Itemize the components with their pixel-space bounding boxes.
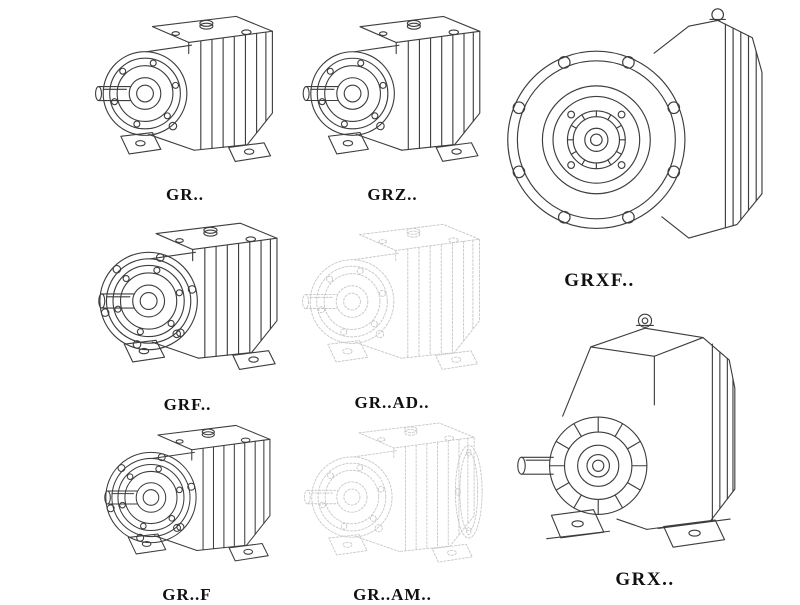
drawing-grf-flange-gearbox (85, 212, 290, 390)
figure-gr-ad: GR..AD.. (292, 216, 492, 413)
drawing-grx-large-foot-gearbox (500, 302, 790, 564)
drawing-gr-f-flange-gearbox (87, 415, 287, 580)
drawing-gr-ad-adapter-gearbox (292, 216, 492, 388)
figure-label-grz: GRZ.. (367, 185, 418, 204)
figure-grz: GRZ.. (295, 8, 490, 205)
figure-label-gr-am: GR..AM.. (353, 585, 432, 604)
figure-label-gr: GR.. (166, 185, 204, 204)
figure-gr-f: GR..F (87, 415, 287, 605)
figure-label-grx: GRX.. (615, 569, 675, 590)
figure-grxf: GRXF.. (497, 5, 792, 292)
figure-label-gr-f: GR..F (162, 585, 212, 604)
figure-label-gr-ad: GR..AD.. (354, 393, 430, 412)
drawing-grxf-flange-gearbox (497, 5, 792, 265)
figure-grx: GRX.. (500, 302, 790, 591)
figure-gr: GR.. (85, 8, 285, 205)
drawing-gr-foot-gearbox (85, 8, 285, 180)
drawing-gr-am-motor-flange-gearbox (290, 415, 495, 580)
figure-label-grf: GRF.. (163, 395, 212, 414)
figure-grf: GRF.. (85, 212, 290, 415)
figure-label-grxf: GRXF.. (564, 270, 635, 291)
drawing-grz-foot-gearbox (295, 8, 490, 180)
figure-gr-am: GR..AM.. (290, 415, 495, 605)
